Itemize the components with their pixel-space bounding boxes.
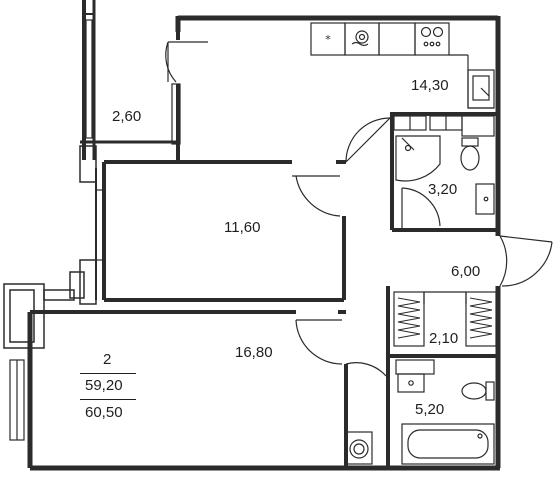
dishwasher-icon	[344, 22, 380, 56]
door-icon	[423, 291, 467, 304]
loggia-frame	[80, 0, 180, 160]
window-icon	[95, 189, 105, 261]
room-area-wardrobe: 2,10	[429, 330, 459, 347]
room-area-loggia: 2,60	[112, 108, 142, 125]
stove-icon	[414, 22, 450, 56]
room-area-bedroom: 11,60	[224, 219, 261, 236]
countertop	[378, 22, 416, 56]
toilet-icon	[461, 381, 495, 401]
summary-rooms-count: 2	[103, 351, 112, 368]
room-area-living-room: 16,80	[235, 344, 273, 361]
window-icon	[9, 359, 25, 441]
washing-machine-icon	[345, 431, 373, 465]
door-icon	[401, 187, 441, 228]
summary-divider-top	[80, 373, 136, 374]
room-area-bathroom-1: 3,20	[428, 181, 458, 198]
door-icon	[345, 362, 387, 377]
wardrobe-walls	[386, 286, 498, 360]
summary-total-area: 60,50	[85, 404, 123, 421]
kitchen-sink-icon	[467, 69, 495, 109]
bathroom-1-walls	[390, 112, 498, 232]
shower-icon	[395, 135, 441, 182]
summary-living-area: 59,20	[85, 377, 123, 394]
radiator-icon	[397, 297, 493, 339]
bedroom-walls	[95, 160, 346, 302]
room-area-kitchen: 14,30	[411, 77, 449, 94]
exterior-walls	[27, 15, 501, 471]
room-area-bathroom-2: 5,20	[415, 401, 445, 418]
window-icon	[85, 19, 93, 139]
door-icon	[499, 235, 553, 287]
washbasin-icon	[397, 373, 425, 393]
door-icon	[295, 319, 343, 365]
door-icon	[165, 41, 208, 83]
door-icon	[345, 117, 391, 163]
summary-divider-bottom	[80, 399, 136, 400]
kitchen-loggia-wall	[171, 20, 181, 160]
bathtub-icon	[401, 423, 495, 465]
room-area-hall: 6,00	[451, 263, 481, 280]
door-icon	[292, 175, 341, 217]
washbasin-icon	[475, 183, 495, 215]
toilet-icon	[460, 137, 480, 171]
fridge-icon: *	[310, 22, 346, 56]
facade-columns	[3, 145, 97, 349]
svg-text:*: *	[325, 33, 331, 46]
